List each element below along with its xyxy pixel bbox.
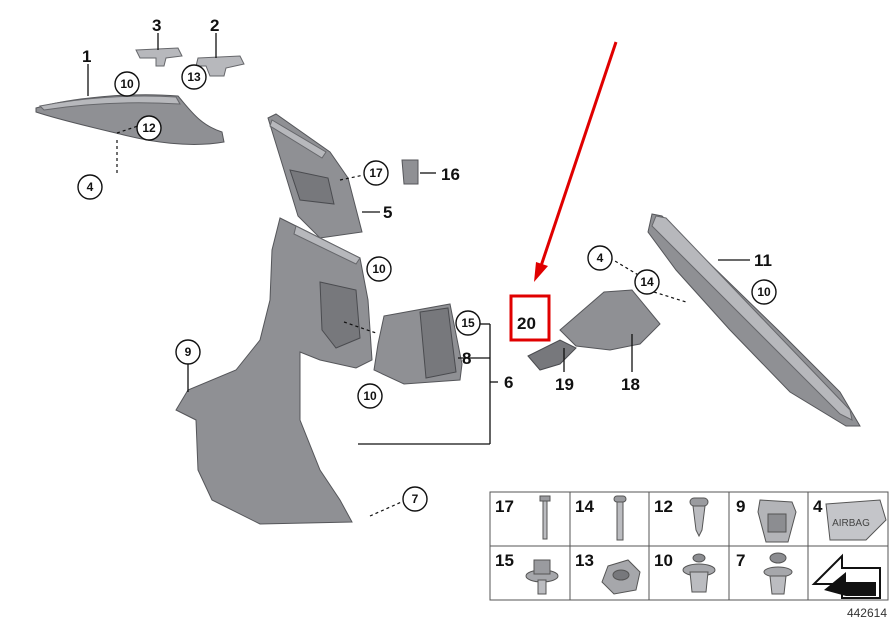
callout-9: 9: [175, 339, 201, 365]
callout-10-mid: 10: [366, 256, 392, 282]
callout-8: 8: [462, 349, 471, 368]
callout-11: 11: [754, 251, 772, 270]
svg-text:12: 12: [142, 121, 156, 135]
legend-label-7: 7: [736, 551, 745, 570]
direction-arrow-icon: [811, 553, 881, 599]
callout-10-low: 10: [357, 383, 383, 409]
callout-14: 14: [634, 269, 660, 295]
callout-4-right: 4: [587, 245, 613, 271]
expanding-rivet-icon: [763, 552, 793, 595]
legend-label-14: 14: [575, 497, 594, 516]
screw-long-icon: [613, 495, 627, 541]
legend-label-9: 9: [736, 497, 745, 516]
callout-4-left: 4: [77, 174, 103, 200]
callout-17: 17: [363, 160, 389, 186]
highlight-arrow: [509, 41, 618, 342]
leader-lines: [87, 33, 750, 517]
part-5-pillar-trim: [267, 113, 363, 239]
callout-labels: 1 3 2 5 16 8 6 20 19 18 11 10 13 12 4 17: [77, 16, 777, 512]
bolt-washer-icon: [525, 559, 559, 595]
legend-label-13: 13: [575, 551, 594, 570]
callout-10-top: 10: [114, 71, 140, 97]
callout-15: 15: [455, 310, 481, 336]
part-8-air-vent: [373, 303, 463, 385]
part-3-bracket: [135, 47, 183, 67]
legend-label-15: 15: [495, 551, 514, 570]
legend-label-10: 10: [654, 551, 673, 570]
svg-text:7: 7: [412, 492, 419, 506]
callout-10-right: 10: [751, 279, 777, 305]
airbag-text: AIRBAG: [832, 518, 870, 529]
push-clip-icon: [682, 553, 716, 593]
svg-text:10: 10: [120, 77, 134, 91]
legend-label-17: 17: [495, 497, 514, 516]
screw-short-icon: [689, 497, 709, 538]
callout-12: 12: [136, 115, 162, 141]
fastener-legend-table: 17 14 12 9 4 15 13 10 7 AIRBAG: [489, 491, 889, 601]
svg-text:10: 10: [372, 262, 386, 276]
svg-text:4: 4: [597, 251, 604, 265]
svg-text:4: 4: [87, 180, 94, 194]
part-18-cover: [559, 289, 661, 351]
callout-20: 20: [517, 314, 536, 333]
svg-text:10: 10: [363, 389, 377, 403]
highlight-box: [509, 294, 551, 342]
callout-19: 19: [555, 375, 574, 394]
part-11-pillar-trim: [647, 213, 861, 427]
part-19-cable: [527, 339, 577, 371]
callout-3: 3: [152, 16, 161, 35]
svg-text:9: 9: [185, 345, 192, 359]
hex-nut-icon: [601, 559, 641, 595]
airbag-clip-icon: AIRBAG: [825, 499, 887, 541]
screw-long-icon: [539, 495, 551, 540]
callout-6: 6: [504, 373, 513, 392]
clip-icon: [757, 499, 797, 543]
svg-text:10: 10: [757, 285, 771, 299]
svg-text:17: 17: [369, 166, 383, 180]
callout-13: 13: [181, 64, 207, 90]
callout-18: 18: [621, 375, 640, 394]
part-1-cover: [35, 94, 225, 145]
legend-label-4: 4: [813, 497, 823, 516]
callout-2: 2: [210, 16, 219, 35]
svg-text:13: 13: [187, 70, 201, 84]
svg-text:15: 15: [461, 316, 475, 330]
callout-16: 16: [441, 165, 460, 184]
part-6-lower-trim: [175, 217, 373, 525]
callout-5: 5: [383, 203, 392, 222]
svg-text:14: 14: [640, 275, 654, 289]
part-16-clip: [401, 159, 419, 185]
legend-label-12: 12: [654, 497, 673, 516]
callout-1: 1: [82, 47, 91, 66]
diagram-number: 442614: [847, 606, 887, 620]
callout-7: 7: [402, 486, 428, 512]
